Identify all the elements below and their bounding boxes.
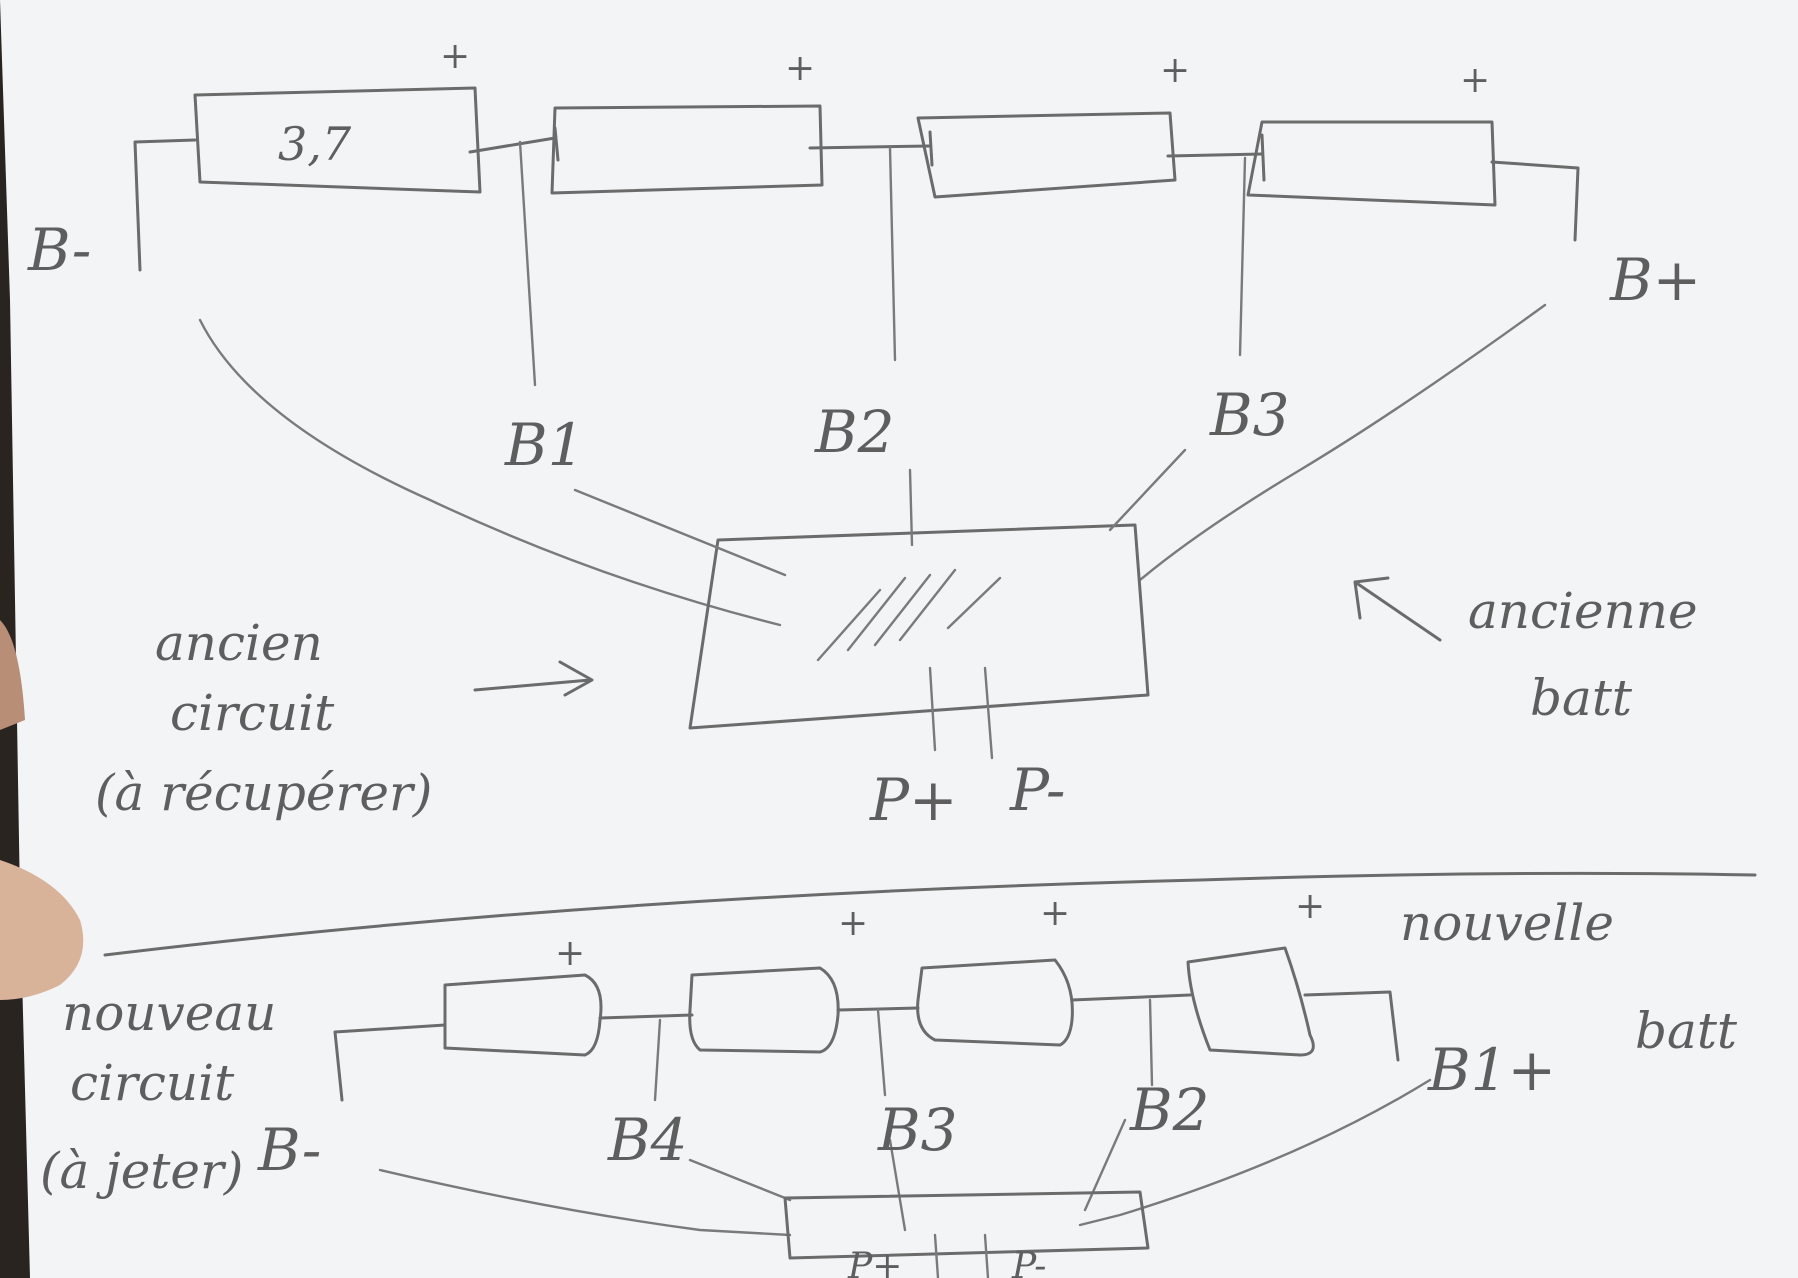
- b-minus-label: B-: [27, 216, 91, 284]
- new-wire-b-minus: [333, 1023, 447, 1102]
- plus-mark-3: +: [1160, 50, 1190, 91]
- new-b4-label: B4: [607, 1106, 688, 1174]
- old-circuit-line2: circuit: [170, 684, 335, 742]
- new-tap-b4: [653, 1018, 662, 1102]
- new-wire-b1-plus: [1303, 990, 1400, 1062]
- b1-label: B1: [504, 411, 585, 479]
- wire-c2-c3: [808, 144, 932, 150]
- old-circuit-board: [688, 523, 1150, 730]
- curve-b-minus: [198, 318, 782, 627]
- new-b2-label: B2: [1129, 1076, 1210, 1144]
- new-plus-mark-4: +: [1295, 886, 1325, 927]
- terminal-tick-3: [1260, 133, 1266, 182]
- new-plus-mark-1: +: [555, 933, 585, 974]
- cell-1: [193, 86, 482, 194]
- new-lead-b3: [888, 1138, 907, 1232]
- new-wire-c1-c2: [598, 1013, 694, 1020]
- wire-c3-c4: [1166, 152, 1264, 158]
- lead-b1: [573, 488, 787, 577]
- finger-shape: [0, 860, 84, 1000]
- cell-4: [1246, 120, 1497, 207]
- new-curve-b1-plus: [1078, 1078, 1432, 1227]
- cell-2: [550, 104, 824, 195]
- new-cell-3: [916, 958, 1074, 1047]
- new-p-plus-label: P+: [847, 1246, 902, 1278]
- new-curve-b-minus: [378, 1168, 792, 1237]
- new-circuit-line2: circuit: [70, 1054, 235, 1112]
- wire-b-minus: [133, 138, 197, 272]
- tap-b1: [518, 140, 537, 387]
- new-lead-b2: [1083, 1118, 1127, 1212]
- top-diagram: + + + + 3,7 B- B+ B1 B2 B3 P+ P- ancien …: [27, 36, 1701, 834]
- lead-p-plus: [928, 666, 937, 752]
- new-circuit-line1: nouveau: [62, 984, 276, 1042]
- b-plus-label: B+: [1609, 246, 1701, 314]
- new-tap-b3: [876, 1008, 887, 1097]
- hatch: [816, 568, 1002, 662]
- new-wire-c3-c4: [1070, 993, 1192, 1002]
- tap-b2: [888, 146, 897, 362]
- terminal-tick-2: [928, 130, 934, 167]
- new-plus-mark-2: +: [838, 903, 868, 944]
- tap-b3: [1238, 156, 1247, 357]
- lead-b3: [1108, 448, 1187, 532]
- old-batt-line1: ancienne: [1468, 582, 1698, 640]
- old-circuit-line3: (à récupérer): [95, 764, 432, 822]
- old-circuit-line1: ancien: [155, 614, 323, 672]
- b2-label: B2: [814, 398, 895, 466]
- plus-mark-2: +: [785, 48, 815, 89]
- old-batt-line2: batt: [1530, 669, 1633, 727]
- new-cell-2: [688, 966, 840, 1054]
- new-batt-line2: batt: [1635, 1002, 1738, 1060]
- p-minus-label: P-: [1009, 756, 1065, 824]
- wire-c1-c2: [468, 136, 557, 154]
- b3-label: B3: [1209, 381, 1290, 449]
- new-batt-line1: nouvelle: [1400, 894, 1614, 952]
- new-lead-p-minus: [983, 1233, 990, 1278]
- new-lead-b4: [688, 1158, 792, 1202]
- new-plus-mark-3: +: [1040, 893, 1070, 934]
- lead-b2: [908, 468, 914, 547]
- lead-p-minus: [983, 666, 994, 760]
- new-tap-b2: [1148, 998, 1154, 1087]
- section-divider: [103, 871, 1757, 957]
- p-plus-label: P+: [869, 766, 958, 834]
- plus-mark-4: +: [1460, 60, 1490, 101]
- new-b3-label: B3: [877, 1096, 958, 1164]
- curve-b-plus: [1138, 303, 1547, 582]
- cell-3: [916, 111, 1177, 199]
- cell-value-label: 3,7: [278, 117, 352, 171]
- new-lead-p-plus: [933, 1233, 940, 1278]
- bottom-diagram: + + + + nouvelle batt nouveau circuit (à…: [40, 886, 1738, 1278]
- finger-shadow: [0, 620, 25, 730]
- new-circuit-board: [783, 1190, 1150, 1260]
- new-b-minus-label: B-: [257, 1116, 321, 1184]
- arrow-to-old-battery: [1353, 576, 1442, 642]
- terminal-tick-1: [553, 126, 560, 162]
- new-cell-1: [443, 973, 603, 1057]
- plus-mark-1: +: [440, 36, 470, 77]
- new-b1-plus-label: B1+: [1427, 1036, 1556, 1104]
- new-circuit-line3: (à jeter): [40, 1142, 243, 1200]
- wire-b-plus: [1490, 160, 1580, 242]
- arrow-to-circuit: [473, 660, 594, 697]
- new-p-minus-label: P-: [1011, 1246, 1046, 1278]
- new-cell-4: [1186, 946, 1315, 1057]
